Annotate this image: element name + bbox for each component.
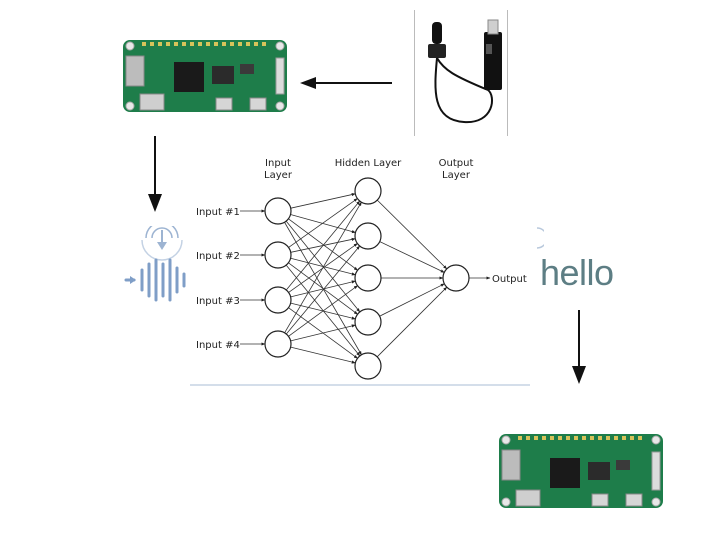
edge-hidden-output	[376, 199, 448, 270]
output-layer-title-line1: Output	[439, 158, 474, 169]
input-node-2	[264, 241, 292, 269]
edge-input-hidden	[285, 200, 361, 291]
edge-hidden-output	[379, 283, 445, 317]
input-node-1	[264, 197, 292, 225]
input-label-4: Input #4	[196, 340, 240, 351]
raspberry-pi-board-bottom	[496, 430, 666, 512]
arrow-text-to-board	[572, 310, 586, 384]
hidden-node-4	[354, 308, 382, 336]
faint-bracket-icon	[536, 227, 544, 249]
input-node-3	[264, 286, 292, 314]
edge-input-hidden	[288, 198, 358, 248]
edge-hidden-output	[376, 286, 448, 358]
edge-input-hidden	[286, 245, 360, 335]
hidden-node-3	[354, 264, 382, 292]
edge-input-hidden	[290, 346, 356, 364]
hidden-layer-title: Hidden Layer	[335, 158, 402, 169]
input-label-2: Input #2	[196, 251, 240, 262]
input-node-4	[264, 330, 292, 358]
edge-input-hidden	[288, 262, 358, 315]
transcribed-text: hello	[540, 252, 614, 293]
edge-input-hidden	[290, 214, 356, 234]
input-layer-title-line2: Layer	[264, 170, 293, 181]
raspberry-pi-board-top	[120, 36, 290, 116]
arrow-mic-to-board	[300, 77, 392, 89]
hidden-node-2	[354, 222, 382, 250]
output-node-1	[442, 264, 470, 292]
hidden-node-5	[354, 352, 382, 380]
edge-input-hidden	[290, 280, 356, 298]
output-label: Output	[492, 274, 527, 285]
edge-input-hidden	[284, 201, 362, 333]
output-layer-title-line2: Layer	[442, 170, 471, 181]
edge-input-hidden	[285, 264, 361, 357]
edge-hidden-output	[379, 241, 445, 273]
edge-input-hidden	[290, 257, 356, 276]
hidden-node-1	[354, 177, 382, 205]
edge-input-hidden	[290, 324, 356, 342]
edge-input-hidden	[290, 193, 356, 209]
neural-network-diagram: Input Layer Hidden Layer Output Layer In…	[190, 152, 530, 388]
arrow-board-to-audio	[148, 136, 162, 212]
input-label-1: Input #1	[196, 207, 240, 218]
edge-input-hidden	[288, 218, 358, 271]
speech-audio-icon	[124, 226, 186, 302]
edge-input-hidden	[288, 285, 358, 337]
usb-microphone	[414, 10, 508, 136]
input-layer-title-line1: Input	[265, 158, 291, 169]
input-label-3: Input #3	[196, 296, 240, 307]
